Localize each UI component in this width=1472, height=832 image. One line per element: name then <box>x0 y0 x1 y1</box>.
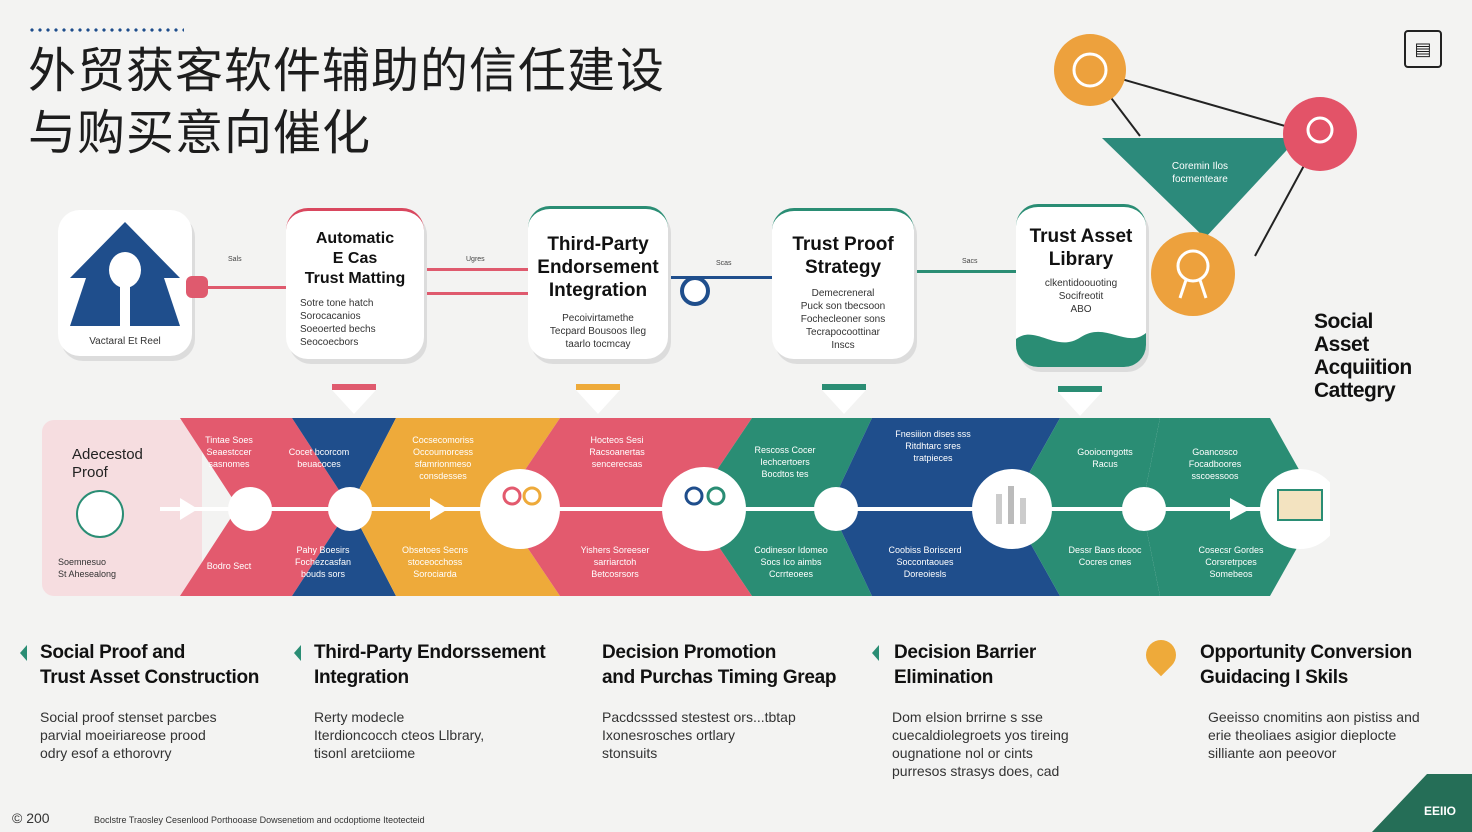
segment-6-bottom: Coobiss Boriscerd Soccontaoues Doreoiesl… <box>888 545 962 579</box>
column-1-body: Social proof stenset parcbes parvial moe… <box>40 709 217 761</box>
card-3-line: Inscs <box>831 340 855 351</box>
column-5-title: Opportunity Conversion Guidacing I Skils <box>1200 642 1412 688</box>
column-5-body: Geeisso cnomitins aon pistiss and erie t… <box>1208 709 1420 761</box>
connector-label-3: Scas <box>716 260 732 267</box>
segment-2-top: Cocet bcorcom beuacoces <box>288 447 350 469</box>
funnel-shape <box>1102 138 1298 238</box>
connector-3 <box>424 292 528 295</box>
card-4-line: Socifreotit <box>1058 291 1104 302</box>
card-3-title: Trust Proof Strategy <box>792 234 894 278</box>
segment-5-bottom: Codinesor Idomeo Socs Ico aimbs Ccrrteoe… <box>754 545 828 579</box>
logo-card: Vactaral Et Reel <box>58 210 192 356</box>
segment-2-bottom: Pahy Boesirs Fochezcasfan bouds sors <box>294 545 352 579</box>
card-3-line: Demecreneral <box>811 288 875 299</box>
column-4-title: Decision Barrier Elimination <box>894 642 1036 688</box>
title-line-2: 与购买意向催化 <box>28 105 372 161</box>
card-2-line: Pecoivirtamethe <box>562 313 634 324</box>
card-automatic-trust-matting[interactable]: Automatic E Cas Trust Matting Sotre tone… <box>286 208 424 359</box>
footer-copyright: © 200 <box>12 810 50 826</box>
connector-2 <box>424 268 528 271</box>
band-start-label: Adecestod Proof <box>72 446 143 481</box>
segment-6-top: Fnesiiion dises sss Ritdhtarc sres tratp… <box>895 429 971 463</box>
connector-node-2 <box>680 276 710 306</box>
footer-corner-tab <box>1372 774 1472 832</box>
chevron-band <box>160 418 1330 596</box>
segment-3-top: Cocsecomoriss Occoumorcess sfamrionmeso … <box>412 435 474 481</box>
segment-1-top: Tintae Soes Seaestccer sasnomes <box>205 435 253 469</box>
award-circle <box>1151 232 1235 316</box>
pointer-4 <box>1058 392 1102 416</box>
segment-4-top: Hocteos Sesi Racsoanertas sencerecsas <box>589 435 645 469</box>
people-icon-circle-1 <box>480 469 560 549</box>
connector-label-4: Sacs <box>962 258 978 265</box>
funnel-text: Coremin Ilos focmenteare <box>1171 161 1229 185</box>
wave-graphic <box>1016 331 1146 367</box>
card-1-line: Soeoerted bechs <box>300 324 376 335</box>
footer-credit: Boclstre Traosley Cesenlood Porthooase D… <box>94 815 425 825</box>
pointer-bar-3 <box>822 384 866 390</box>
pointer-3 <box>822 390 866 414</box>
connector-5 <box>914 270 1016 273</box>
card-third-party-endorsement[interactable]: Third-Party Endorsement Integration Peco… <box>528 206 668 359</box>
page-title: 外贸获客软件辅助的信任建设 与购买意向催化 <box>28 40 665 164</box>
card-4-line: ABO <box>1070 304 1092 315</box>
logo-caption: Vactaral Et Reel <box>89 336 161 347</box>
column-3-body: Pacdcsssed stestest ors...tbtap Ixonesro… <box>602 709 796 761</box>
segment-2 <box>292 418 396 596</box>
funnel-cluster <box>1054 34 1357 316</box>
red-team-circle <box>1283 97 1357 171</box>
card-4-title: Trust Asset Library <box>1029 226 1133 270</box>
band-start-sub: Soemnesuo St Ahesealong <box>58 557 117 579</box>
pointer-1 <box>332 390 376 414</box>
card-trust-asset-library[interactable]: Trust Asset Library clkentidoouoting Soc… <box>1016 204 1146 367</box>
people-icon-circle-2 <box>662 467 746 551</box>
document-icon[interactable]: ▤ <box>1404 30 1442 68</box>
card-3-line: Fochecleoner sons <box>800 314 886 325</box>
card-2-line: taarlo tocmcay <box>565 339 631 350</box>
tree-logo-icon <box>70 222 180 326</box>
card-2-line: Tecpard Bousoos Ileg <box>549 326 647 337</box>
pointer-bar-4 <box>1058 386 1102 392</box>
pointer-bar-2 <box>576 384 620 390</box>
card-trust-proof-strategy[interactable]: Trust Proof Strategy Demecreneral Puck s… <box>772 208 914 359</box>
location-pin-icon <box>1139 633 1183 677</box>
connector-1 <box>192 286 286 289</box>
column-2-marker <box>294 645 301 661</box>
pointer-2 <box>576 390 620 414</box>
connector-label-2: Ugres <box>466 256 485 263</box>
segment-8-top: Goancosco Focadboores sscoessoos <box>1188 447 1242 481</box>
dotted-rule <box>28 28 184 32</box>
card-1-line: Sotre tone hatch <box>300 298 374 309</box>
column-1-title: Social Proof and Trust Asset Constructio… <box>40 642 260 688</box>
segment-7-top: Gooiocmgotts Racus <box>1077 447 1133 469</box>
card-1-line: Sorocacanios <box>300 311 361 322</box>
card-1-title: Automatic E Cas Trust Matting <box>304 230 406 287</box>
pointer-bar-1 <box>332 384 376 390</box>
connector-4 <box>668 276 772 279</box>
proof-badge-icon <box>76 490 124 538</box>
column-2-title: Third-Party Endorssement Integration <box>314 642 546 688</box>
card-3-line: Puck son tbecsoon <box>800 301 886 312</box>
connector-node-1 <box>186 276 208 298</box>
column-1-marker <box>20 645 27 661</box>
segment-8-bottom: Cosecsr Gordes Corsretrpces Somebeos <box>1198 545 1264 579</box>
segment-7-bottom: Dessr Baos dcooc Cocres cmes <box>1068 545 1142 567</box>
title-line-1: 外贸获客软件辅助的信任建设 <box>28 43 666 99</box>
segment-4-bottom: Yishers Soreeser sarriarctoh Betcosrsors <box>580 545 650 579</box>
side-category-label: Social Asset Acquiition Cattegry <box>1314 310 1412 402</box>
footer-tab-label: EEIIO <box>1424 804 1457 818</box>
segment-5-top: Rescoss Cocer Iechcertoers Bocdtos tes <box>754 445 816 479</box>
connector-label-1: Sals <box>228 256 242 263</box>
segment-1-bottom: Bodro Sect <box>206 561 252 571</box>
column-4-body: Dom elsion brrirne s sse cuecaldiolegroe… <box>892 709 1069 779</box>
card-2-title: Third-Party Endorsement Integration <box>537 234 659 301</box>
card-3-line: Tecrapocoottinar <box>806 327 880 338</box>
column-3-title: Decision Promotion and Purchas Timing Gr… <box>602 642 837 688</box>
card-1-line: Seocoecbors <box>300 337 359 348</box>
column-2-body: Rerty modecle Iterdioncocch cteos Llbrar… <box>314 709 485 761</box>
card-4-line: clkentidoouoting <box>1044 278 1118 289</box>
segment-3-bottom: Obsetoes Secns stoceocchoss Sorociarda <box>401 545 469 579</box>
column-4-marker <box>872 645 879 661</box>
orange-people-circle <box>1054 34 1126 106</box>
